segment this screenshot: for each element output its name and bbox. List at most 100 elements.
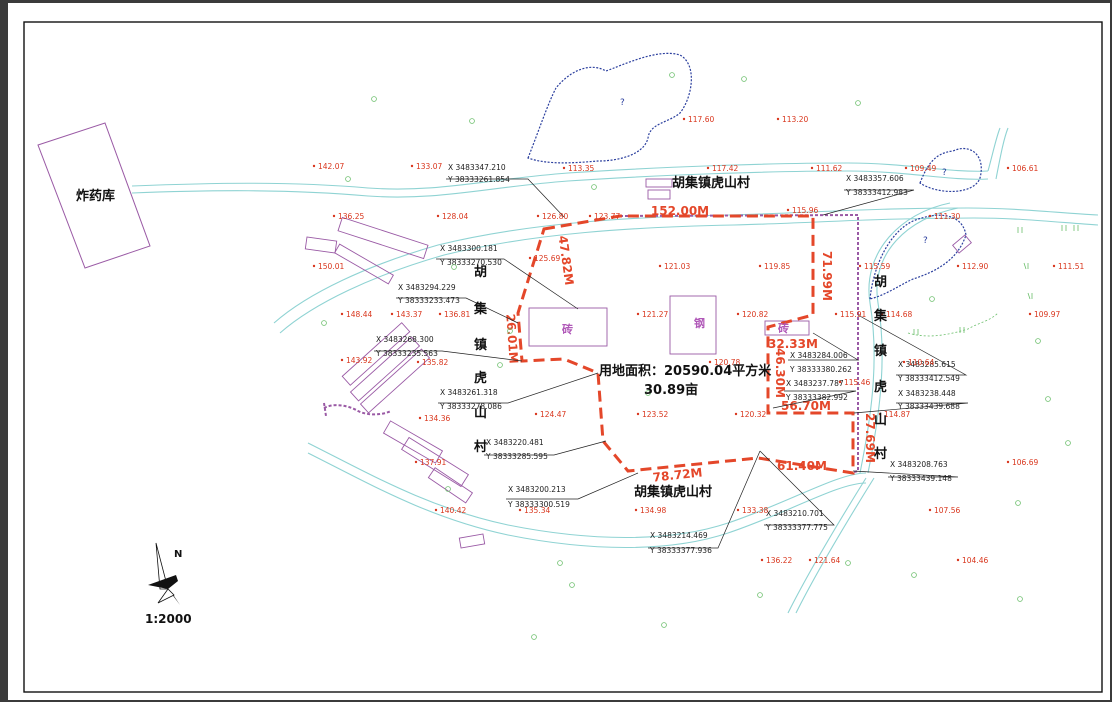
elevation-dot bbox=[928, 508, 932, 512]
elevation-dot bbox=[534, 412, 538, 416]
dimension-label: 152.00M bbox=[651, 204, 709, 218]
village-label-top: 胡集镇虎山村 bbox=[672, 175, 750, 191]
elevation-dot bbox=[736, 312, 740, 316]
village-char: 村 bbox=[474, 439, 487, 455]
site-map: ? ? ? 炸药库 bbox=[23, 21, 1103, 693]
elevation-label: 128.04 bbox=[442, 212, 468, 221]
elevation-label: 143.37 bbox=[396, 310, 422, 319]
elevation-dot bbox=[706, 166, 710, 170]
dimension-label: 61.40M bbox=[777, 459, 827, 473]
village-char: 胡 bbox=[874, 274, 887, 290]
vegetation-symbols bbox=[321, 72, 1079, 640]
elevation-label: 109.97 bbox=[1034, 310, 1060, 319]
elevation-label: 123.77 bbox=[594, 212, 620, 221]
elevation-dot bbox=[636, 412, 640, 416]
pond-marks: ? ? ? bbox=[620, 98, 947, 246]
north-label: N bbox=[174, 549, 182, 560]
elevation-dot bbox=[658, 264, 662, 268]
dimension-label: 78.72M bbox=[652, 465, 703, 484]
coordinate-y: Y 38333439.688 bbox=[897, 402, 960, 411]
elevation-label: 111.30 bbox=[934, 212, 960, 221]
dimension-labels: 152.00M 47.82M 71.99M 26.01M 32.33M 46.3… bbox=[503, 204, 877, 485]
elevation-label: 107.56 bbox=[934, 506, 960, 515]
coordinate-x: X 3483357.606 bbox=[846, 174, 904, 183]
elevation-dot bbox=[810, 166, 814, 170]
area-annotation: 用地面积：20590.04平方米 30.89亩 bbox=[598, 363, 772, 398]
village-char: 镇 bbox=[474, 337, 487, 353]
brick-building bbox=[528, 307, 608, 347]
coordinate-y: Y 38333300.519 bbox=[507, 500, 570, 509]
elevation-dot bbox=[758, 264, 762, 268]
elevation-dot bbox=[312, 264, 316, 268]
elevation-label: 133.07 bbox=[416, 162, 442, 171]
elevation-dot bbox=[776, 117, 780, 121]
village-char: 山 bbox=[474, 405, 487, 421]
village-char: 虎 bbox=[874, 379, 887, 395]
elevation-dot bbox=[1006, 166, 1010, 170]
elevation-dot bbox=[736, 508, 740, 512]
material-brick: 砖 bbox=[562, 322, 573, 336]
elevation-label: 112.90 bbox=[962, 262, 988, 271]
elevation-label: 104.46 bbox=[962, 556, 988, 565]
elevation-label: 114.68 bbox=[886, 310, 912, 319]
elevation-label: 109.49 bbox=[910, 164, 936, 173]
elevation-dot bbox=[858, 264, 862, 268]
elevation-label: 134.98 bbox=[640, 506, 666, 515]
coordinate-x: X 3483237.787 bbox=[786, 379, 844, 388]
explosives-store-building: 炸药库 bbox=[37, 122, 151, 269]
elevation-dot bbox=[340, 358, 344, 362]
coordinate-leaders bbox=[374, 178, 969, 549]
elevation-label: 110.64 bbox=[908, 358, 934, 367]
elevation-label: 119.85 bbox=[764, 262, 790, 271]
elevation-label: 120.32 bbox=[740, 410, 766, 419]
coordinate-labels: X 3483347.210 Y 38333261.854 X 3483300.1… bbox=[375, 163, 960, 555]
elevation-label: 124.47 bbox=[540, 410, 566, 419]
coordinate-y: Y 38333377.775 bbox=[765, 523, 828, 532]
elevation-label: 150.01 bbox=[318, 262, 344, 271]
village-char: 山 bbox=[874, 412, 887, 428]
elevation-label: 143.92 bbox=[346, 356, 372, 365]
elevation-label: 121.03 bbox=[664, 262, 690, 271]
village-char: 村 bbox=[874, 446, 887, 462]
elevation-dot bbox=[834, 312, 838, 316]
elevation-dot bbox=[878, 412, 882, 416]
land-boundary bbox=[516, 214, 855, 475]
village-char: 集 bbox=[873, 308, 888, 324]
elevation-dot bbox=[588, 214, 592, 218]
elevation-dot bbox=[734, 412, 738, 416]
coordinate-x: X 3483214.469 bbox=[650, 531, 708, 540]
map-frame bbox=[23, 21, 1103, 693]
elevation-dot bbox=[928, 214, 932, 218]
elevation-label: 115.46 bbox=[844, 378, 870, 387]
elevation-label: 120.78 bbox=[714, 358, 740, 367]
coordinate-y: Y 38333270.530 bbox=[439, 258, 502, 267]
ponds bbox=[527, 52, 982, 300]
elevation-label: 136.81 bbox=[444, 310, 470, 319]
elevation-label: 136.25 bbox=[338, 212, 364, 221]
elevation-dot bbox=[708, 360, 712, 364]
elevation-label: 106.69 bbox=[1012, 458, 1038, 467]
coordinate-x: X 3483285.615 bbox=[898, 360, 956, 369]
elevation-label: 142.07 bbox=[318, 162, 344, 171]
elevation-dot bbox=[340, 312, 344, 316]
explosives-store-label: 炸药库 bbox=[76, 188, 115, 204]
elevation-dot bbox=[528, 256, 532, 260]
elevation-dot bbox=[1028, 312, 1032, 316]
village-label-bottom: 胡集镇虎山村 bbox=[634, 484, 712, 500]
coordinate-y: Y 38333412.549 bbox=[897, 374, 960, 383]
elevation-dot bbox=[414, 460, 418, 464]
coordinate-x: X 3483220.481 bbox=[486, 438, 544, 447]
dimension-label: 47.82M bbox=[556, 235, 577, 286]
elevation-dot bbox=[418, 416, 422, 420]
elevation-dot bbox=[1052, 264, 1056, 268]
coordinate-x: X 3483208.763 bbox=[890, 460, 948, 469]
coordinate-x: X 3483300.181 bbox=[440, 244, 498, 253]
elevation-dot bbox=[904, 166, 908, 170]
coordinate-x: X 3483238.448 bbox=[898, 389, 956, 398]
dimension-label: 26.01M bbox=[503, 313, 520, 364]
elevation-dot bbox=[1006, 460, 1010, 464]
coordinate-y: Y 38333377.936 bbox=[649, 546, 712, 555]
material-steel: 钢 bbox=[694, 316, 705, 330]
elevation-dot bbox=[636, 312, 640, 316]
